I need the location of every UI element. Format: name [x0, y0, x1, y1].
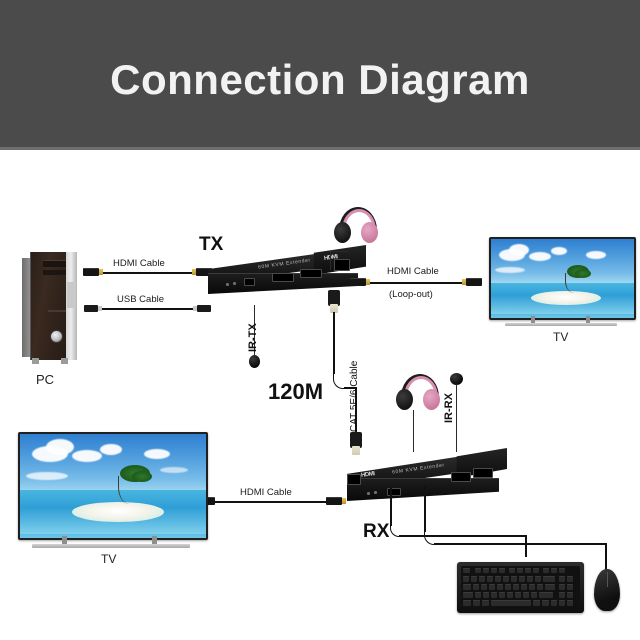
page-title: Connection Diagram: [110, 56, 530, 103]
ir-rx-receiver: [450, 373, 463, 385]
tx-led-power: [226, 283, 229, 286]
tv-top-base: [505, 323, 617, 326]
ir-tx-wire: [254, 305, 256, 360]
rx-mouse-wire-h: [434, 543, 606, 545]
tv-bottom-stand-left: [62, 536, 67, 545]
pc-foot-left: [32, 358, 39, 364]
rj45-connector-rx: [350, 432, 362, 455]
pc-logo: [48, 310, 68, 312]
tx-port-b[interactable]: [300, 269, 322, 278]
rx-port-hdmi-out[interactable]: [347, 474, 361, 485]
headphones-rx: [392, 374, 444, 418]
tv-top-stand-left: [531, 316, 535, 324]
rx-led-power: [367, 492, 370, 495]
tx-port-ir[interactable]: [244, 278, 255, 286]
pc-side-panel: [22, 258, 32, 357]
cable-label-hdmi-pc-tx: HDMI Cable: [113, 258, 165, 269]
hdmi-connector-tx-loopout: [350, 278, 370, 286]
pc-foot-right: [61, 358, 68, 364]
headphones-tx-cup-left: [334, 222, 351, 243]
cat-cable-label: CAT 5E/6 Cable: [349, 360, 360, 432]
header-divider: [0, 147, 640, 150]
usb-connector-tx-in: [193, 305, 211, 312]
cable-label-hdmi-loopout: HDMI Cable: [387, 266, 439, 277]
tv-bottom: [18, 432, 208, 540]
tx-extender-device[interactable]: 60M KVM Extender HDMI: [208, 243, 366, 305]
tx-tv-hdmi-wire: [362, 282, 472, 284]
cable-label-usb-pc-tx: USB Cable: [117, 294, 164, 305]
tv-bottom-screen: [20, 434, 206, 538]
pc-drive-bay: [43, 260, 73, 267]
pc-label: PC: [36, 372, 55, 387]
cable-label-hdmi-loopout-note: (Loop-out): [389, 289, 433, 300]
rx-mouse-wire-v: [424, 486, 426, 532]
tv-bottom-stand-right: [152, 536, 157, 545]
tv-top-label: TV: [553, 330, 569, 344]
tx-port-rj45[interactable]: [334, 259, 350, 271]
rx-mouse-wire-bend: [424, 524, 445, 545]
keyboard-key-area: [461, 566, 580, 607]
pc-power-button[interactable]: [50, 330, 63, 343]
pc-front-panel: [30, 252, 73, 360]
tx-audio-wire: [330, 252, 332, 270]
rx-keyboard-wire-h: [399, 535, 526, 537]
pc-tx-hdmi-wire: [97, 272, 203, 274]
distance-label: 120M: [268, 379, 324, 404]
ir-rx-label: IR-RX: [443, 393, 455, 423]
rx-audio-wire: [413, 410, 415, 452]
tv-top-stand-right: [586, 316, 590, 324]
header-banner: [0, 0, 640, 147]
headphones-tx: [330, 207, 382, 251]
tv-bottom-label: TV: [101, 552, 117, 566]
rj45-connector-tx: [328, 290, 340, 313]
hdmi-connector-tx-in: [192, 268, 212, 276]
cat-cable-vertical-upper: [333, 312, 335, 374]
tx-port-a[interactable]: [272, 273, 294, 282]
mouse[interactable]: [594, 569, 620, 611]
keyboard-cable-drop: [525, 535, 527, 557]
rx-label: RX: [363, 521, 390, 542]
rx-tv-hdmi-wire: [215, 501, 331, 503]
mouse-cable-drop: [605, 543, 607, 571]
rx-port-usb-a[interactable]: [451, 472, 471, 482]
hdmi-connector-rx-out: [326, 497, 346, 505]
cat-cable-horizontal: [344, 387, 356, 389]
headphones-rx-cup-right: [423, 389, 440, 410]
tv-top: [489, 237, 636, 320]
pc-tower: [22, 252, 78, 364]
cable-label-hdmi-rx-tv: HDMI Cable: [240, 487, 292, 498]
rx-led-link: [374, 491, 377, 494]
pc-tx-usb-wire: [97, 308, 203, 310]
headphones-rx-cup-left: [396, 389, 413, 410]
pc-drive-bay-2: [43, 270, 73, 275]
hdmi-connector-tv-top-in: [462, 278, 482, 286]
rx-port-ir[interactable]: [387, 488, 401, 496]
tx-audio-wire-bend: [330, 251, 348, 253]
keyboard[interactable]: [457, 562, 584, 613]
tv-bottom-base: [32, 544, 190, 548]
rx-port-usb-b[interactable]: [473, 468, 493, 478]
hdmi-connector-pc-out: [83, 268, 103, 276]
headphones-tx-cup-right: [361, 222, 378, 243]
tx-led-link: [233, 282, 236, 285]
mouse-button-divider: [607, 571, 608, 588]
pc-rear-ports: [67, 282, 76, 308]
cat-cable-vertical-lower: [355, 387, 357, 439]
rx-keyboard-wire-v: [390, 488, 392, 526]
ir-rx-wire: [456, 384, 458, 452]
tx-label: TX: [199, 234, 224, 255]
ir-tx-label: IR-TX: [247, 323, 259, 352]
rx-extender-device[interactable]: HDMI 60M KVM Extender: [347, 448, 507, 514]
ir-tx-emitter: [249, 355, 260, 368]
rx-front-face: [347, 478, 499, 501]
usb-connector-pc-out: [84, 305, 102, 312]
tv-top-screen: [491, 239, 634, 318]
